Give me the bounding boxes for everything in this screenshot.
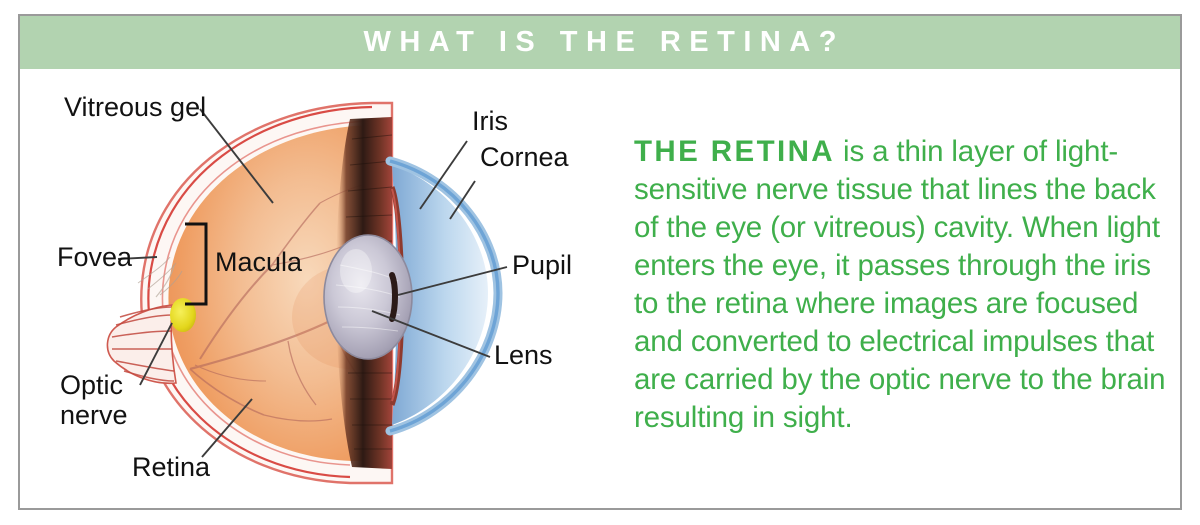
choroid-line (161, 120, 373, 466)
leader-optic-nerve (139, 322, 173, 386)
label-lens: Lens (494, 340, 553, 370)
card-content: Vitreous gel Fovea Macula Optic nerve Re… (20, 69, 1180, 510)
optic-disc (170, 298, 196, 332)
description-block: THE RETINA is a thin layer of light-sens… (634, 103, 1170, 466)
label-macula: Macula (215, 247, 303, 277)
leader-pupil (397, 266, 508, 296)
label-vitreous-gel: Vitreous gel (64, 92, 207, 122)
vitreous-cavity (168, 125, 392, 461)
eye-diagram: Vitreous gel Fovea Macula Optic nerve Re… (20, 69, 620, 510)
description-lead-in: THE RETINA (634, 134, 835, 168)
optic-nerve-fibers (111, 306, 175, 382)
description-paragraph: THE RETINA is a thin layer of light-sens… (634, 133, 1170, 437)
leader-iris (419, 140, 468, 210)
label-fovea: Fovea (57, 242, 133, 272)
label-cornea: Cornea (480, 142, 569, 172)
label-retina: Retina (132, 452, 211, 482)
sclera-outer-line (147, 105, 373, 479)
leader-retina (201, 398, 253, 458)
cornea-outline (389, 159, 500, 433)
info-card: WHAT IS THE RETINA? (18, 14, 1182, 510)
eye-cross-section-illustration (106, 101, 508, 485)
nerve-sheath-texture (137, 256, 183, 296)
pupil-shape (389, 272, 398, 322)
optic-nerve-shape (106, 304, 177, 385)
leader-cornea (449, 180, 476, 220)
macula-bracket (185, 222, 208, 306)
label-pupil: Pupil (512, 250, 573, 280)
label-optic-nerve-line2: nerve (60, 400, 128, 430)
header-banner: WHAT IS THE RETINA? (20, 16, 1180, 69)
lens-shape (323, 234, 413, 360)
leader-lines (117, 108, 508, 458)
label-iris: Iris (472, 106, 508, 136)
leader-fovea (117, 256, 158, 260)
page-title: WHAT IS THE RETINA? (363, 26, 846, 58)
leader-vitreous-gel (199, 108, 274, 204)
label-optic-nerve-line1: Optic (60, 370, 124, 400)
leader-lens (371, 310, 491, 358)
anterior-chamber (392, 165, 488, 425)
nerve-sheath-line (155, 264, 175, 298)
description-body-text: is a thin layer of light-sensitive nerve… (634, 134, 1166, 434)
lens-highlight (340, 249, 372, 293)
